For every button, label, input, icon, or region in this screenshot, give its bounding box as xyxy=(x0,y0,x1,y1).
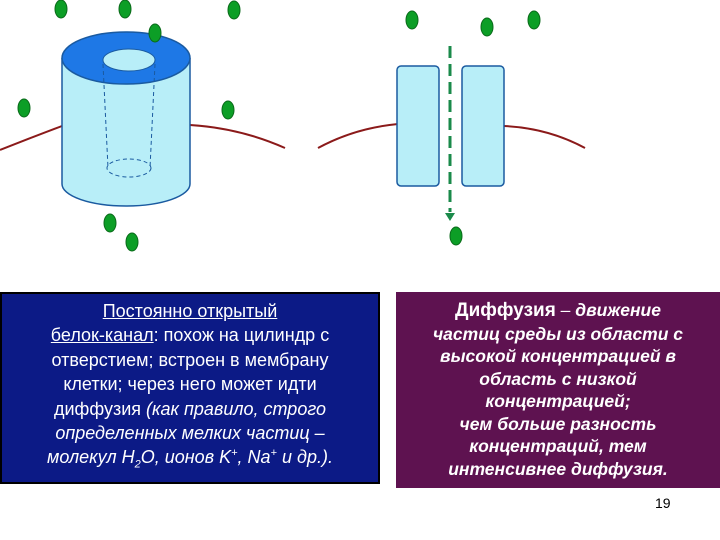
membrane-left xyxy=(189,124,286,149)
molecule xyxy=(480,17,494,37)
left-line-3: отверстием; встроен в мембрану xyxy=(51,349,329,370)
right-line-3: высокой концентрацией в xyxy=(440,346,676,366)
left-line-2: белок-канал: похож на цилиндр с xyxy=(50,325,330,346)
right-line-6: чем больше разность xyxy=(459,413,657,434)
membrane-right xyxy=(503,125,586,149)
left-line-5: диффузия (как правило, строго xyxy=(53,398,327,419)
molecule xyxy=(221,100,235,120)
molecule xyxy=(118,0,132,19)
right-line-7: концентраций, тем xyxy=(469,436,647,456)
page-number: 19 xyxy=(655,495,671,511)
molecule xyxy=(227,0,241,20)
right-line-1: Диффузия – движение xyxy=(455,300,661,321)
diffusion-arrowhead xyxy=(445,213,455,221)
molecule xyxy=(17,98,31,118)
left-line-6: определенных мелких частиц – xyxy=(55,423,325,444)
right-line-4: область с низкой xyxy=(479,368,637,389)
protein-channel-cylinder xyxy=(61,31,191,207)
channel-wall-left xyxy=(396,65,440,187)
membrane-left xyxy=(0,125,63,151)
right-line-5: концентрацией; xyxy=(485,391,631,411)
channel-description-box: Постоянно открытый белок-канал: похож на… xyxy=(0,292,380,484)
molecule xyxy=(103,213,117,233)
molecule xyxy=(527,10,541,30)
left-line-1: Постоянно открытый xyxy=(102,301,278,321)
right-line-8: интенсивнее диффузия. xyxy=(448,458,668,479)
right-line-2: частиц среды из области с xyxy=(432,323,684,344)
channel-wall-right xyxy=(461,65,505,187)
molecule xyxy=(54,0,68,19)
molecule xyxy=(125,232,139,252)
diffusion-definition-box: Диффузия – движение частиц среды из обла… xyxy=(396,292,720,488)
membrane-right xyxy=(317,123,399,149)
left-line-4: клетки; через него может идти xyxy=(63,374,317,395)
left-line-7: молекул H2O, ионов K+, Na+ и др.). xyxy=(47,447,333,472)
molecule xyxy=(405,10,419,30)
molecules xyxy=(17,0,541,252)
molecule xyxy=(148,23,162,43)
molecule xyxy=(449,226,463,246)
diffusion-diagram xyxy=(0,0,586,252)
